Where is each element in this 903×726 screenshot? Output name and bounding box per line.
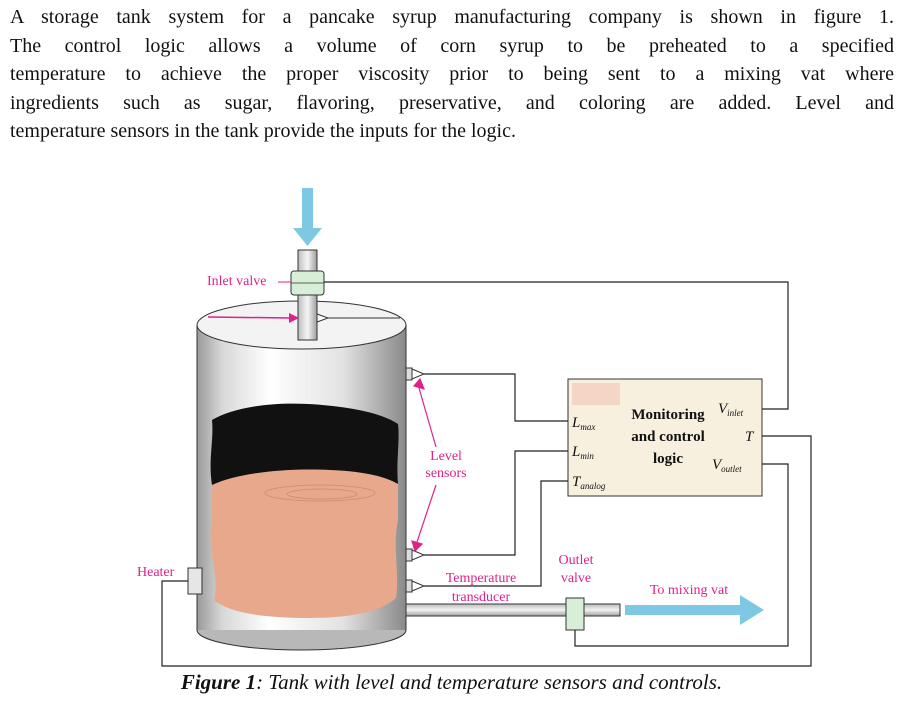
intro-line: ingredients such as sugar, flavoring, pr… xyxy=(10,91,894,114)
control-title-line2: and control xyxy=(631,429,704,445)
output-voutlet-label: Voutlet xyxy=(712,457,742,474)
diagram-labels: Inlet valve Level sensors Temperature tr… xyxy=(137,274,728,605)
temperature-transducer-label-line2: transducer xyxy=(452,590,511,605)
control-title-line3: logic xyxy=(653,451,683,467)
tank-interior-shadow xyxy=(210,403,399,485)
output-t-label: T xyxy=(745,429,755,445)
to-mixing-vat-label: To mixing vat xyxy=(650,583,728,598)
temperature-transducer-label-line1: Temperature xyxy=(446,571,517,586)
figure-caption-label: Figure 1 xyxy=(180,670,257,694)
input-lmin-label: Lmin xyxy=(571,444,594,461)
outlet-flow-arrow xyxy=(625,595,764,625)
temperature-transducer xyxy=(405,579,426,593)
outlet-valve-label-line1: Outlet xyxy=(559,553,594,568)
inlet-pipe xyxy=(290,249,400,341)
syrup-fill xyxy=(210,469,398,618)
storage-tank xyxy=(196,300,407,651)
lower-level-sensor xyxy=(405,548,426,562)
level-sensors-label-line2: sensors xyxy=(425,466,466,481)
input-lmax-label: Lmax xyxy=(571,415,595,432)
intro-line: The control logic allows a volume of cor… xyxy=(10,34,894,57)
inlet-flow-arrow xyxy=(293,188,322,246)
input-tanalog-label: Tanalog xyxy=(572,474,606,491)
control-box-text: Monitoring and control logic Lmax Lmin T… xyxy=(571,401,755,491)
heater-label: Heater xyxy=(137,565,175,580)
intro-paragraph: A storage tank system for a pancake syru… xyxy=(10,3,894,146)
inlet-pointer-arrow xyxy=(207,313,299,323)
outlet-pipe xyxy=(405,597,621,631)
control-wiring xyxy=(161,281,812,667)
intro-line: temperature sensors in the tank provide … xyxy=(10,120,516,142)
upper-level-sensor xyxy=(405,367,426,381)
intro-line: temperature to achieve the proper viscos… xyxy=(10,63,894,85)
outlet-valve-label-line2: valve xyxy=(561,571,591,586)
output-vinlet-label: Vinlet xyxy=(718,401,744,418)
figure-caption: Figure 1: Tank with level and temperatur… xyxy=(0,670,903,695)
figure-caption-text: : Tank with level and temperature sensor… xyxy=(256,670,723,694)
intro-line: A storage tank system for a pancake syru… xyxy=(10,6,894,28)
inlet-valve-label: Inlet valve xyxy=(207,274,266,289)
outlet-valve xyxy=(565,597,585,631)
level-sensors-label-line1: Level xyxy=(430,449,462,464)
control-title-line1: Monitoring xyxy=(631,407,705,423)
level-sensor-pointers xyxy=(411,377,437,553)
heater xyxy=(187,567,203,595)
